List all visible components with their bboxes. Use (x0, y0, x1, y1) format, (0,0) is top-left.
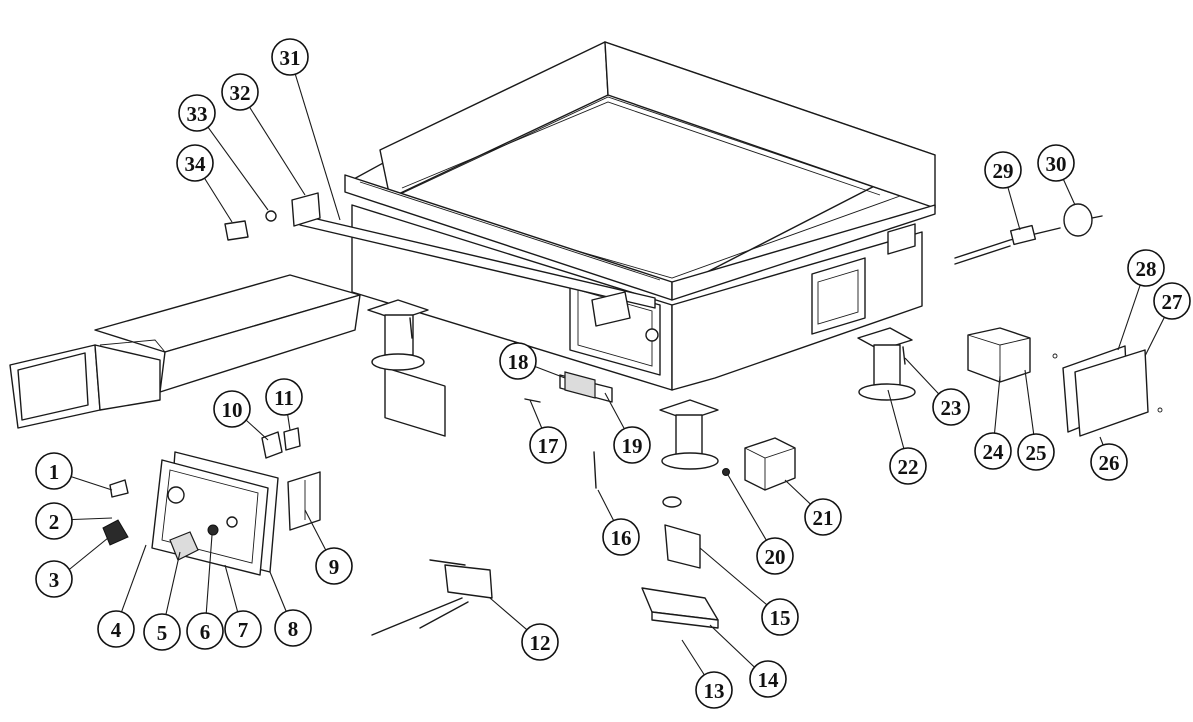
svg-text:24: 24 (983, 440, 1005, 464)
svg-text:1: 1 (49, 460, 60, 484)
grease-drawer (9, 274, 361, 429)
callout-6: 6 (186, 612, 224, 650)
callout-5: 5 (143, 613, 181, 651)
nut-33 (265, 210, 277, 222)
leg-center (659, 399, 719, 470)
svg-text:6: 6 (200, 620, 211, 644)
thermostat (641, 496, 719, 629)
callout-18: 18 (499, 342, 537, 380)
svg-text:13: 13 (704, 679, 725, 703)
svg-text:4: 4 (111, 618, 122, 642)
callout-7: 7 (224, 610, 262, 648)
callout-34: 34 (176, 144, 214, 182)
control-panel (102, 451, 279, 576)
callout-26: 26 (1090, 443, 1128, 481)
heating-element (954, 203, 1103, 265)
probe-16 (593, 451, 597, 489)
svg-text:7: 7 (238, 618, 249, 642)
svg-text:34: 34 (185, 152, 207, 176)
callout-14: 14 (749, 660, 787, 698)
svg-text:8: 8 (288, 617, 299, 641)
svg-text:5: 5 (157, 621, 168, 645)
callout-1: 1 (35, 452, 73, 490)
callout-12: 12 (521, 623, 559, 661)
griddle-body (344, 41, 936, 437)
callout-33: 33 (178, 94, 216, 132)
svg-text:10: 10 (222, 398, 243, 422)
svg-text:26: 26 (1099, 451, 1120, 475)
callout-30: 30 (1037, 144, 1075, 182)
svg-text:15: 15 (770, 606, 791, 630)
svg-text:16: 16 (611, 526, 632, 550)
callout-27: 27 (1153, 282, 1191, 320)
svg-text:14: 14 (758, 668, 780, 692)
svg-text:22: 22 (898, 455, 919, 479)
svg-text:12: 12 (530, 631, 551, 655)
svg-text:27: 27 (1162, 290, 1183, 314)
callout-20: 20 (756, 537, 794, 575)
leg-right (857, 327, 916, 401)
callout-21: 21 (804, 498, 842, 536)
svg-text:11: 11 (274, 386, 294, 410)
svg-text:25: 25 (1026, 441, 1047, 465)
svg-text:28: 28 (1136, 257, 1157, 281)
callout-13: 13 (695, 671, 733, 709)
callout-32: 32 (221, 73, 259, 111)
callout-28: 28 (1127, 249, 1165, 287)
svg-text:19: 19 (622, 434, 643, 458)
svg-text:29: 29 (993, 159, 1014, 183)
callout-15: 15 (761, 598, 799, 636)
clip-34 (224, 220, 249, 241)
svg-text:9: 9 (329, 555, 340, 579)
svg-text:33: 33 (187, 102, 208, 126)
callout-10: 10 (213, 390, 251, 428)
svg-text:30: 30 (1046, 152, 1067, 176)
transformer (722, 437, 796, 491)
svg-text:23: 23 (941, 396, 962, 420)
callout-23: 23 (932, 388, 970, 426)
rear-panels (1052, 345, 1163, 437)
svg-text:20: 20 (765, 545, 786, 569)
svg-text:3: 3 (49, 568, 60, 592)
callout-16: 16 (602, 518, 640, 556)
callout-25: 25 (1017, 433, 1055, 471)
callout-8: 8 (274, 609, 312, 647)
leg-left (367, 299, 429, 371)
svg-text:21: 21 (813, 506, 834, 530)
callout-29: 29 (984, 151, 1022, 189)
callout-17: 17 (529, 426, 567, 464)
contactor (967, 327, 1031, 383)
svg-text:2: 2 (49, 510, 60, 534)
callout-3: 3 (35, 560, 73, 598)
callout-31: 31 (271, 38, 309, 76)
callout-9: 9 (315, 547, 353, 585)
callout-24: 24 (974, 432, 1012, 470)
callout-19: 19 (613, 426, 651, 464)
front-rail (224, 192, 656, 327)
svg-text:31: 31 (280, 46, 301, 70)
callout-11: 11 (265, 378, 303, 416)
callout-4: 4 (97, 610, 135, 648)
svg-text:17: 17 (538, 434, 559, 458)
callout-2: 2 (35, 502, 73, 540)
svg-text:32: 32 (230, 81, 251, 105)
svg-text:18: 18 (508, 350, 529, 374)
burner-assembly (371, 559, 493, 636)
terminal-block (524, 371, 613, 489)
callout-22: 22 (889, 447, 927, 485)
